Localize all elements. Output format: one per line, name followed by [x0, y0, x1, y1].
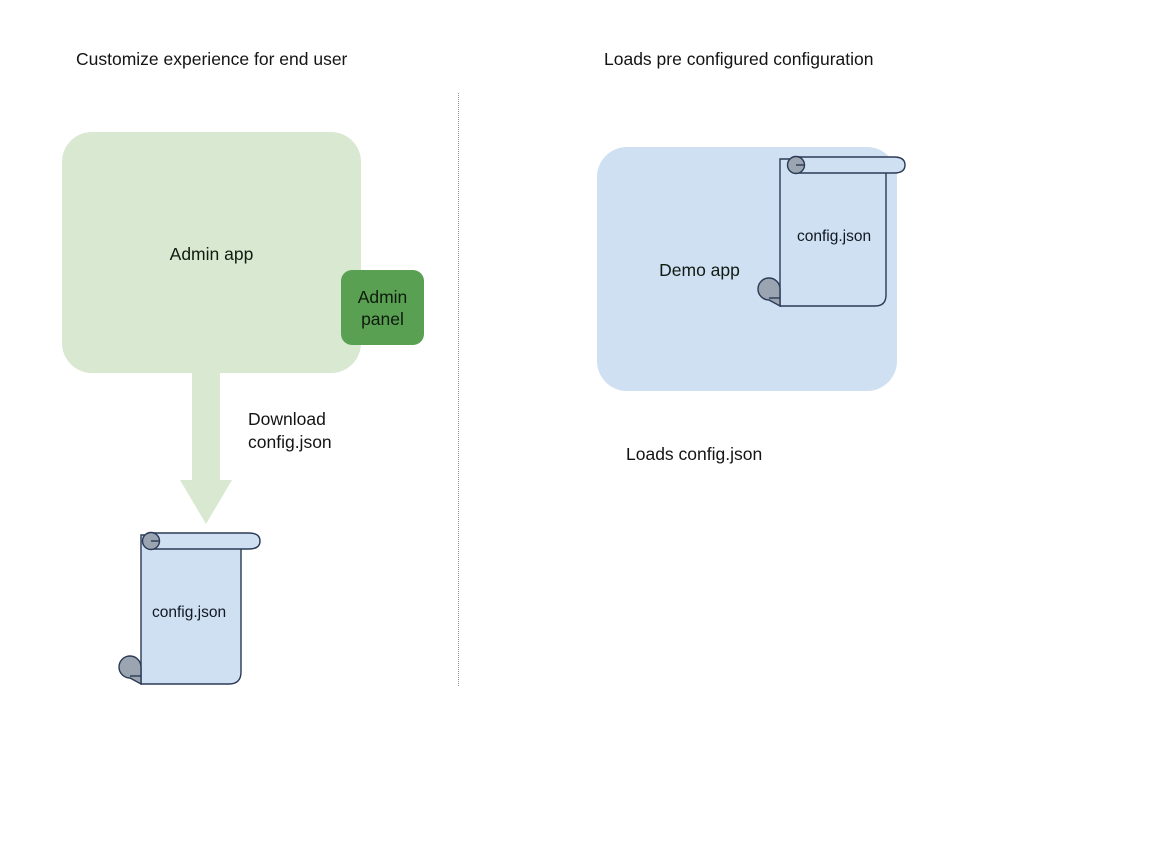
download-arrow-icon	[180, 373, 232, 524]
scroll-bottom-curl	[118, 655, 142, 686]
download-arrow-label: Download config.json	[248, 409, 332, 452]
admin-app-label: Admin app	[169, 244, 254, 264]
admin-panel-label: Admin panel	[357, 286, 408, 329]
left-panel-caption: Customize experience for end user	[76, 49, 348, 69]
right-config-json-label: config.json	[797, 228, 872, 245]
loads-config-json-label: Loads config.json	[626, 444, 763, 464]
right-panel-caption: Loads pre configured configuration	[604, 49, 874, 69]
admin-app-box[interactable]: Admin panel	[62, 132, 424, 373]
admin-panel-box[interactable]: Admin panel	[341, 270, 424, 345]
left-config-json-label: config.json	[152, 604, 227, 621]
scroll-top-bar	[150, 532, 261, 550]
vertical-divider	[458, 93, 459, 686]
demo-app-label: Demo app	[659, 260, 740, 280]
scroll-top-curl	[141, 531, 161, 551]
